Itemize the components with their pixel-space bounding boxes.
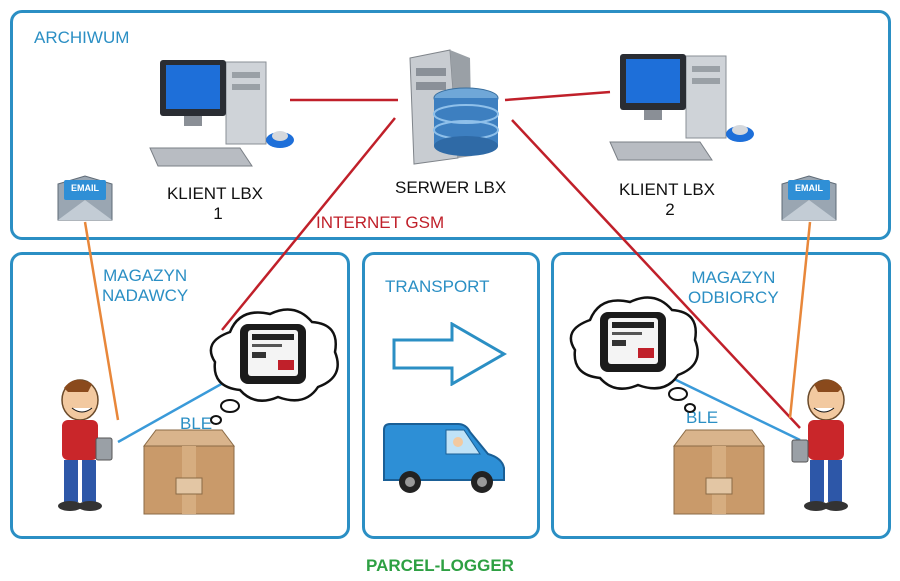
parcel-box-icon <box>143 429 235 515</box>
parcel-box-icon <box>673 429 765 515</box>
thought-cloud-icon <box>569 296 699 413</box>
transport-label: TRANSPORT <box>385 277 490 296</box>
footer-title: PARCEL-LOGGER <box>366 556 514 575</box>
server-icon <box>409 49 499 165</box>
computer-icon <box>149 60 294 167</box>
sender-warehouse-line1: MAGAZYN <box>103 266 188 285</box>
computer-icon <box>609 54 754 161</box>
envelope-icon <box>781 175 837 221</box>
line-ble-left <box>117 376 233 444</box>
client2-label-line2: 2 <box>665 200 675 219</box>
internet-gsm-label: INTERNET GSM <box>316 213 445 232</box>
client2-label: KLIENT LBX 2 <box>612 180 722 220</box>
line-server-logger-left <box>221 117 396 331</box>
sender-warehouse-line2: NADAWCY <box>102 286 189 305</box>
receiver-warehouse-label: MAGAZYN ODBIORCY <box>688 268 779 308</box>
receiver-warehouse-line2: ODBIORCY <box>688 288 779 307</box>
receiver-warehouse-line1: MAGAZYN <box>691 268 776 287</box>
ble-left-label: BLE <box>180 414 213 433</box>
envelope-icon <box>57 175 113 221</box>
person-with-tablet-icon <box>791 379 848 511</box>
email-icon: EMAIL <box>56 174 114 222</box>
logger-device-icon <box>240 324 306 384</box>
line-ble-right <box>671 376 801 442</box>
archive-label: ARCHIWUM <box>34 28 130 47</box>
ble-right-label: BLE <box>686 408 719 427</box>
client1-label-line1: KLIENT LBX <box>166 184 264 203</box>
line-email-left <box>83 221 120 421</box>
logger-device-icon <box>600 312 666 372</box>
line-server-client2 <box>504 90 611 102</box>
server-label: SERWER LBX <box>395 178 507 197</box>
email-icon-label: EMAIL <box>795 183 823 193</box>
line-email-right <box>788 221 812 419</box>
arrow-right-icon <box>392 322 508 386</box>
client1-label: KLIENT LBX 1 <box>160 184 270 224</box>
email-icon-label: EMAIL <box>71 183 99 193</box>
email-icon: EMAIL <box>780 174 838 222</box>
sender-warehouse-label: MAGAZYN NADAWCY <box>102 266 188 306</box>
thought-cloud-icon <box>209 308 339 425</box>
delivery-van-icon <box>383 423 505 493</box>
person-with-tablet-icon <box>58 379 113 511</box>
line-server-receiver <box>511 119 801 429</box>
client2-label-line1: KLIENT LBX <box>618 180 716 199</box>
transport-panel <box>362 252 540 539</box>
client1-label-line2: 1 <box>213 204 223 223</box>
